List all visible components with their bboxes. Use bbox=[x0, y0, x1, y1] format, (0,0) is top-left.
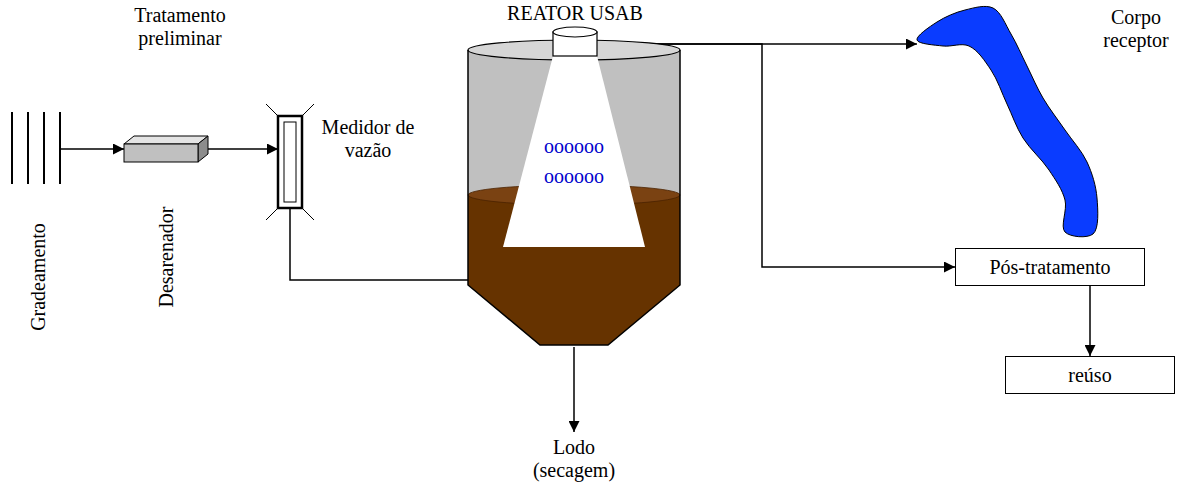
flow-meter-symbol bbox=[266, 104, 314, 220]
unit-label: Desarenador bbox=[155, 206, 178, 307]
water-body-label: Corpo receptor bbox=[1093, 6, 1179, 52]
process-label: reúso bbox=[1068, 364, 1111, 387]
usab-reactor: REATOR USAB oooooo oooooo bbox=[440, 2, 710, 348]
gas-bubbles: oooooo bbox=[534, 165, 614, 188]
process-label: Pós-tratamento bbox=[989, 256, 1110, 279]
grit-chamber-symbol bbox=[124, 136, 208, 162]
bar-screen: Gradeamento bbox=[8, 112, 68, 350]
flow-connector bbox=[1089, 286, 1091, 356]
flow-connector bbox=[60, 148, 124, 150]
process-box: Pós-tratamento bbox=[955, 248, 1145, 286]
reactor-vessel bbox=[468, 27, 680, 345]
bar-screen-symbol bbox=[12, 112, 60, 184]
flow-connector bbox=[290, 208, 468, 280]
river-shape bbox=[917, 6, 1098, 236]
sludge-label: Lodo (secagem) bbox=[524, 436, 624, 482]
receiving-water: Corpo receptor bbox=[915, 0, 1185, 240]
unit-label: Gradeamento bbox=[27, 223, 50, 331]
process-box: reúso bbox=[1005, 356, 1175, 394]
flow-meter: Medidor de vazão bbox=[262, 102, 422, 222]
grit-chamber: Desarenador bbox=[120, 132, 212, 332]
stage-label: Tratamento preliminar bbox=[122, 4, 238, 50]
unit-label: Medidor de vazão bbox=[318, 116, 418, 162]
gas-bubbles: oooooo bbox=[534, 135, 614, 158]
flow-connector bbox=[208, 148, 278, 150]
reactor-title: REATOR USAB bbox=[440, 2, 710, 25]
sludge-arrow bbox=[573, 347, 575, 432]
